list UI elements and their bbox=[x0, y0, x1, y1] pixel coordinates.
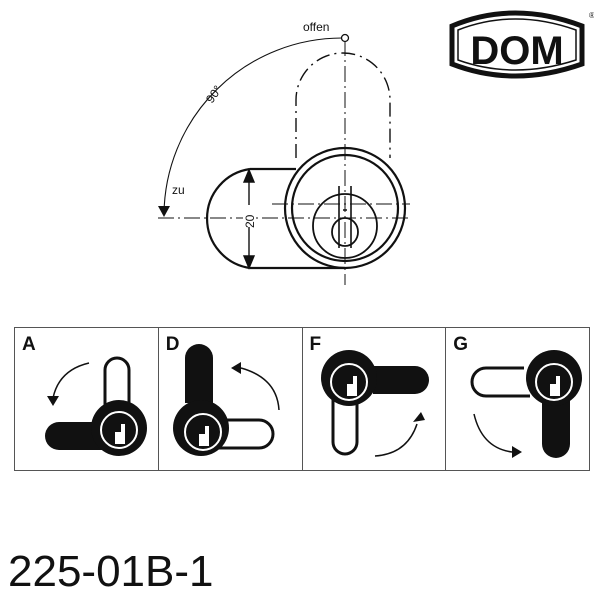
option-panel-d: D bbox=[159, 328, 303, 470]
panel-letter: D bbox=[165, 334, 180, 355]
registered-mark: ® bbox=[589, 11, 594, 20]
cam-diagram-f bbox=[320, 350, 429, 457]
option-panel-g: G bbox=[446, 328, 589, 470]
cam-open-outline bbox=[295, 52, 391, 158]
panel-letter: F bbox=[309, 334, 322, 355]
cam-closed-outline bbox=[206, 167, 345, 270]
label-angle: 90° bbox=[203, 83, 225, 106]
label-dimension: 20 bbox=[243, 214, 257, 228]
label-zu: zu bbox=[172, 183, 185, 197]
cam-diagram-d bbox=[172, 344, 280, 456]
panel-letter: A bbox=[22, 334, 36, 355]
logo-text: DOM bbox=[470, 29, 563, 73]
arrowhead-icon bbox=[158, 206, 170, 217]
panel-letter: G bbox=[453, 334, 469, 355]
cam-diagram-a bbox=[45, 356, 147, 456]
cam-lock-technical-drawing: offen zu 90° 20 bbox=[158, 20, 410, 285]
label-offen: offen bbox=[303, 20, 329, 34]
dom-logo: DOM ® bbox=[449, 10, 594, 79]
cam-diagram-g bbox=[470, 350, 583, 458]
option-panel-f: F bbox=[303, 328, 447, 470]
open-marker-icon bbox=[340, 33, 350, 43]
option-panel-a: A bbox=[15, 328, 159, 470]
part-number: 225-01B-1 bbox=[8, 547, 214, 596]
rotation-arc bbox=[163, 37, 343, 215]
rotation-options-panel: A D F bbox=[14, 327, 590, 471]
